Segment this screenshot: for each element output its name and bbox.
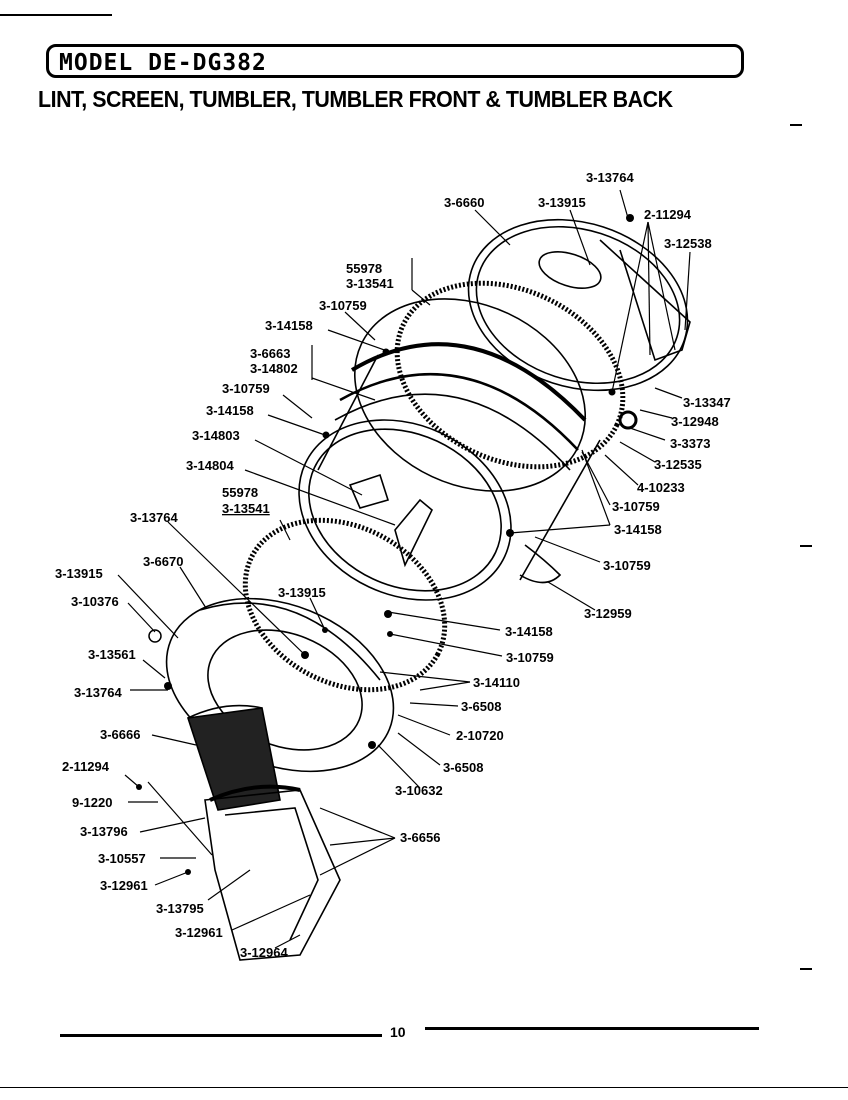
part-label: 3-14803 (192, 428, 240, 443)
edge-mark (790, 124, 802, 126)
part-label: 3-12964 (240, 945, 288, 960)
part-label: 3-10557 (98, 851, 146, 866)
page-number: 10 (390, 1024, 406, 1040)
part-label: 55978 (222, 485, 258, 500)
part-label: 3-10759 (319, 298, 367, 313)
part-label: 3-13561 (88, 647, 136, 662)
part-label: 3-13347 (683, 395, 731, 410)
top-rule (0, 14, 112, 16)
part-label: 3-12538 (664, 236, 712, 251)
part-label: 3-13541 (346, 276, 394, 291)
part-label: 3-6656 (400, 830, 440, 845)
hardware-screws (136, 214, 638, 875)
part-label: 2-10720 (456, 728, 504, 743)
part-label: 3-6666 (100, 727, 140, 742)
part-label: 3-13915 (278, 585, 326, 600)
model-title: MODEL DE-DG382 (59, 50, 267, 76)
part-label: 3-13915 (55, 566, 103, 581)
lint-duct (204, 784, 341, 961)
part-label: 3-10759 (612, 499, 660, 514)
rear-gasket (394, 280, 626, 470)
front-gasket (242, 517, 448, 693)
wire-harness (519, 544, 562, 584)
tumbler-drum (298, 298, 601, 601)
part-label: 3-12948 (671, 414, 719, 429)
edge-mark (800, 545, 812, 547)
lint-screen (186, 704, 281, 811)
page-title: LINT, SCREEN, TUMBLER, TUMBLER FRONT & T… (38, 86, 673, 112)
edge-mark (800, 968, 812, 970)
part-label: 3-3373 (670, 436, 710, 451)
part-label: 3-13541 (222, 501, 270, 516)
part-label: 3-6660 (444, 195, 484, 210)
part-label: 3-12959 (584, 606, 632, 621)
part-label: 3-12961 (100, 878, 148, 893)
part-label: 3-6508 (461, 699, 501, 714)
drum-baffle (348, 473, 390, 509)
part-label: 3-13764 (74, 685, 122, 700)
part-label: 3-6508 (443, 760, 483, 775)
rear-bracket (599, 239, 691, 362)
part-label: 3-14158 (206, 403, 254, 418)
model-header-box: MODEL DE-DG382 (46, 44, 744, 78)
part-label: 3-6663 (250, 346, 290, 361)
part-labels: 3-13764 3-6660 3-13915 2-11294 3-12538 5… (55, 170, 731, 960)
footer-rule-right (425, 1027, 759, 1030)
part-label: 3-13764 (130, 510, 178, 525)
part-label: 3-12961 (175, 925, 223, 940)
part-label: 3-6670 (143, 554, 183, 569)
part-label: 2-11294 (62, 759, 110, 774)
footer-rule-left (60, 1034, 382, 1037)
part-label: 9-1220 (72, 795, 112, 810)
part-label: 3-14110 (473, 675, 520, 690)
part-label: 3-10376 (71, 594, 119, 609)
part-label: 3-13764 (586, 170, 634, 185)
part-label: 3-13915 (538, 195, 586, 210)
part-label: 3-14158 (265, 318, 313, 333)
part-label: 3-13795 (156, 901, 204, 916)
part-label: 55978 (346, 261, 382, 276)
part-label: 3-10759 (506, 650, 554, 665)
drum-baffle (394, 498, 433, 568)
part-label: 3-10632 (395, 783, 443, 798)
part-label: 3-14802 (250, 361, 298, 376)
part-label: 3-14158 (614, 522, 662, 537)
tumbler-front (165, 597, 395, 773)
part-label: 4-10233 (637, 480, 685, 495)
leader-lines (117, 189, 691, 949)
part-label: 3-14158 (505, 624, 553, 639)
part-label: 3-10759 (222, 381, 270, 396)
part-label: 3-14804 (186, 458, 234, 473)
part-label: 3-10759 (603, 558, 651, 573)
rear-hub (538, 251, 602, 289)
part-label: 2-11294 (644, 207, 692, 222)
bottom-rule (0, 1087, 848, 1088)
part-label: 3-12535 (654, 457, 702, 472)
part-label: 3-13796 (80, 824, 128, 839)
